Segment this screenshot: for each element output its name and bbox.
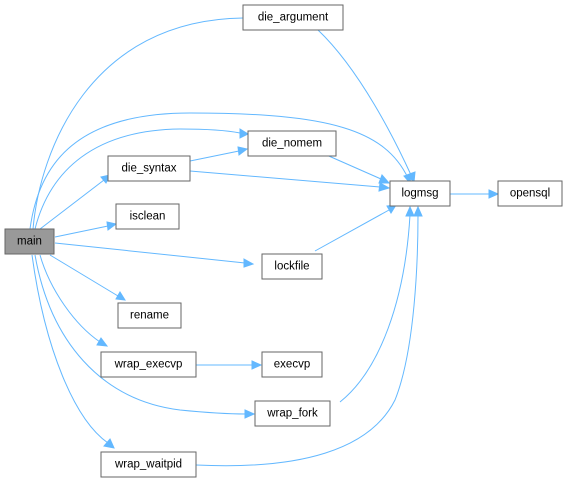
edge-die-argument-logmsg [317,29,412,176]
node-lockfile-label: lockfile [274,261,309,273]
arrowhead-opensql [488,189,500,199]
edge-lockfile-logmsg [314,209,390,252]
node-main[interactable]: main [4,228,55,255]
node-isclean-label: isclean [130,211,166,223]
node-rename[interactable]: rename [117,302,182,329]
node-die-syntax[interactable]: die_syntax [107,155,191,182]
edge-main-lockfile [54,242,246,264]
arrowhead-wrap-fork [244,409,256,419]
edge-main-die-nomem [34,128,241,230]
node-isclean[interactable]: isclean [115,203,180,230]
edge-main-die-argument [32,17,244,230]
edge-main-wrap-waitpid [31,254,109,444]
node-die-argument-label: die_argument [258,12,329,24]
arrowhead-execvp [251,360,263,370]
node-opensql-label: opensql [510,188,550,200]
edge-die-syntax-die-nomem [189,150,240,162]
node-die-nomem[interactable]: die_nomem [247,130,337,157]
arrowhead-wrap-waitpid-logmsg [413,205,423,217]
arrowhead-wrap-waitpid [103,438,115,449]
arrowhead-die-nomem-logmsg [378,174,391,184]
node-lockfile[interactable]: lockfile [261,253,323,280]
arrowhead-main-die-nomem [239,128,250,139]
edge-wrap-waitpid-logmsg [195,214,419,467]
edge-main-die-syntax [39,179,105,230]
node-execvp-label: execvp [274,359,310,371]
arrowhead-die-syntax-die-nomem [237,146,249,156]
node-die-argument[interactable]: die_argument [242,4,344,31]
node-rename-label: rename [130,310,169,322]
edges [29,13,500,467]
arrowhead-isclean [106,221,118,231]
edge-main-wrap-execvp [39,254,101,343]
arrowhead-rename [115,291,126,301]
edge-die-syntax-logmsg [189,170,381,188]
arrowhead-wrap-execvp [96,337,109,347]
arrowhead-die-syntax-logmsg [378,182,391,192]
node-wrap-waitpid[interactable]: wrap_waitpid [100,451,197,478]
arrowhead-wrap-fork-logmsg [405,205,415,217]
node-wrap-fork-label: wrap_fork [266,408,318,420]
node-opensql[interactable]: opensql [497,180,563,207]
node-die-syntax-label: die_syntax [122,163,177,175]
edge-main-isclean [54,225,109,238]
node-logmsg-label: logmsg [401,188,438,200]
node-main-label: main [17,236,42,248]
edge-main-wrap-fork [34,254,247,415]
node-logmsg[interactable]: logmsg [389,180,451,207]
node-wrap-execvp[interactable]: wrap_execvp [100,351,197,378]
edge-wrap-fork-logmsg [339,214,411,403]
node-execvp[interactable]: execvp [261,351,323,378]
node-die-nomem-label: die_nomem [262,138,322,150]
edge-main-rename [49,254,119,297]
node-wrap-fork[interactable]: wrap_fork [254,400,331,427]
edge-die-nomem-logmsg [321,152,382,180]
arrowhead-lockfile [243,258,255,268]
edge-main-logmsg [29,112,409,230]
arrowhead-die-argument-logmsg [406,171,416,184]
node-wrap-waitpid-label: wrap_waitpid [114,459,182,471]
node-wrap-execvp-label: wrap_execvp [114,359,183,371]
